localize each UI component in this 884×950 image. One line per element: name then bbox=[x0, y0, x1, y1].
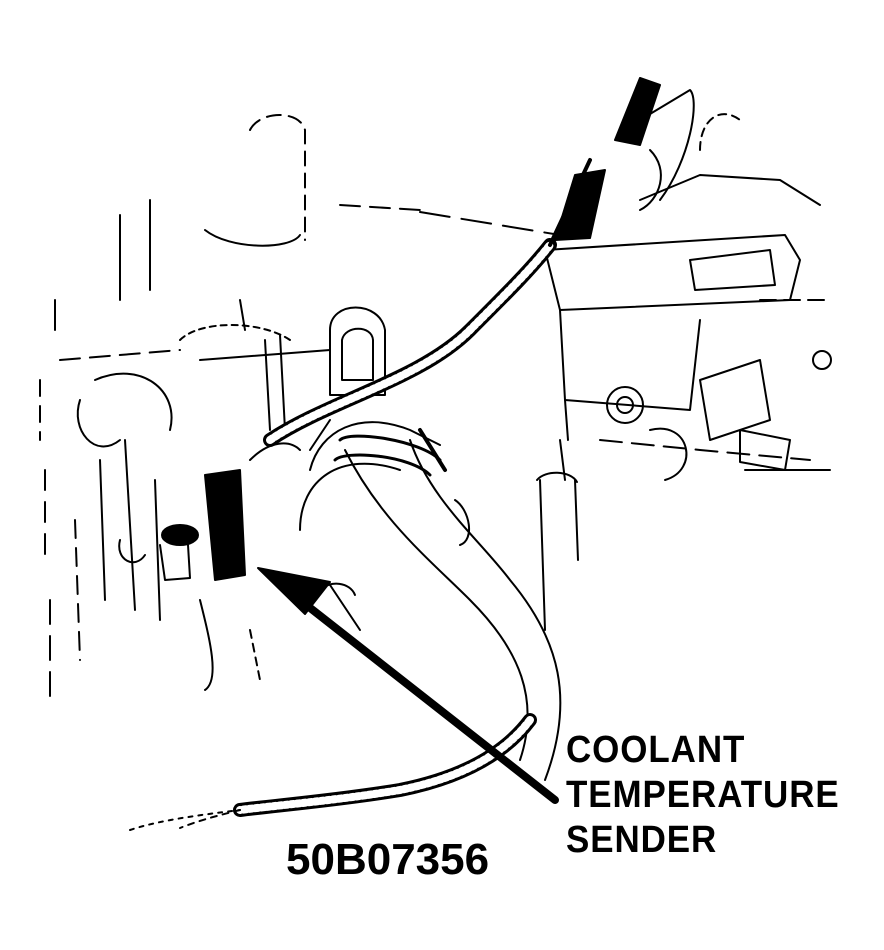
sender-bracket bbox=[118, 419, 331, 691]
callout-line-3: SENDER bbox=[566, 819, 718, 861]
callout-line-2: TEMPERATURE bbox=[566, 774, 840, 816]
callout-line-1: COOLANT bbox=[566, 729, 746, 771]
engine-block-outline bbox=[39, 114, 561, 701]
callout-arrow bbox=[257, 567, 559, 804]
pipes bbox=[536, 399, 579, 631]
figure-id: 50B07356 bbox=[286, 835, 490, 884]
harness-connectors bbox=[554, 77, 661, 241]
radiator-hose bbox=[299, 421, 562, 781]
lower-details bbox=[129, 499, 471, 831]
throttle-body-outline bbox=[544, 113, 832, 481]
callout-label: COOLANT TEMPERATURE SENDER bbox=[566, 728, 840, 863]
coolant-temperature-sender bbox=[161, 469, 246, 581]
lifting-eye bbox=[329, 306, 386, 396]
